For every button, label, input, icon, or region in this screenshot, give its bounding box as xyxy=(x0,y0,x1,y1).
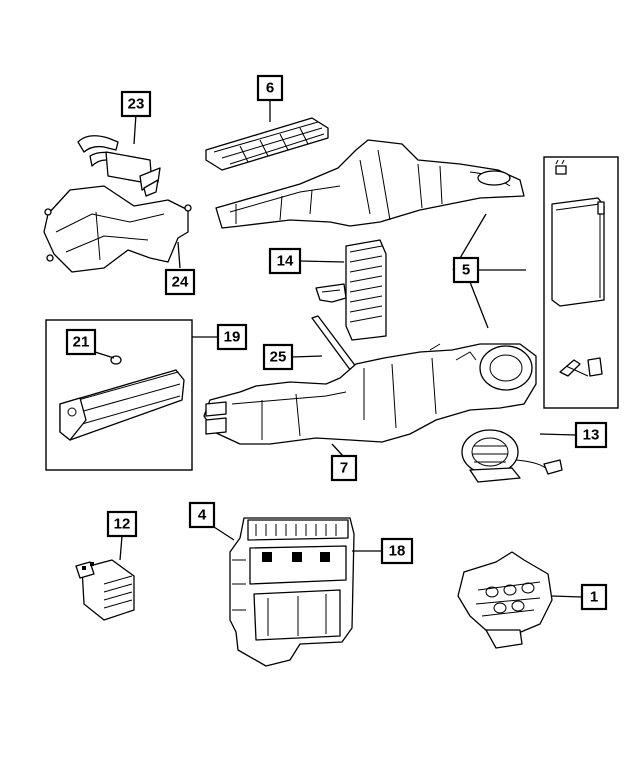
callout-25-label: 25 xyxy=(270,349,287,366)
blower-motor xyxy=(461,429,563,483)
hvac-module-assembly xyxy=(229,517,355,667)
callout-12: 12 xyxy=(106,510,138,538)
actuator-inset xyxy=(45,319,193,471)
callout-18-label: 18 xyxy=(389,543,406,560)
blower-housing xyxy=(457,551,553,649)
callout-6-label: 6 xyxy=(266,80,274,97)
callout-21-label: 21 xyxy=(73,334,90,351)
evaporator-core xyxy=(315,239,387,341)
callout-21: 21 xyxy=(65,328,97,356)
callout-13: 13 xyxy=(574,421,608,449)
callout-5: 5 xyxy=(452,256,480,284)
upper-hvac-housing xyxy=(215,139,525,229)
callout-18: 18 xyxy=(380,537,414,565)
callout-5-label: 5 xyxy=(462,262,470,279)
callout-6: 6 xyxy=(256,74,284,102)
blower-motor-resistor xyxy=(75,559,135,621)
heater-core-tube-fitting xyxy=(77,135,161,197)
callout-24-label: 24 xyxy=(172,274,189,291)
callout-23-label: 23 xyxy=(128,96,145,113)
callout-13-label: 13 xyxy=(583,427,600,444)
callout-19-label: 19 xyxy=(224,329,241,346)
callout-1: 1 xyxy=(580,583,608,611)
callout-23: 23 xyxy=(120,90,152,118)
callout-19: 19 xyxy=(216,323,248,351)
distribution-duct xyxy=(43,185,192,273)
callout-12-label: 12 xyxy=(114,516,131,533)
callout-14: 14 xyxy=(268,247,302,275)
callout-7-label: 7 xyxy=(340,460,348,477)
callout-25: 25 xyxy=(262,343,294,371)
callout-1-label: 1 xyxy=(590,589,598,606)
callout-4-label: 4 xyxy=(198,507,207,524)
lower-hvac-housing xyxy=(203,343,537,445)
cabin-filter-panel xyxy=(543,156,619,409)
callout-7: 7 xyxy=(330,454,358,482)
callout-14-label: 14 xyxy=(277,253,294,270)
callout-4: 4 xyxy=(188,501,216,529)
cowl-seal-strip xyxy=(205,117,329,171)
leader-lines xyxy=(94,98,583,598)
callout-24: 24 xyxy=(164,268,196,296)
